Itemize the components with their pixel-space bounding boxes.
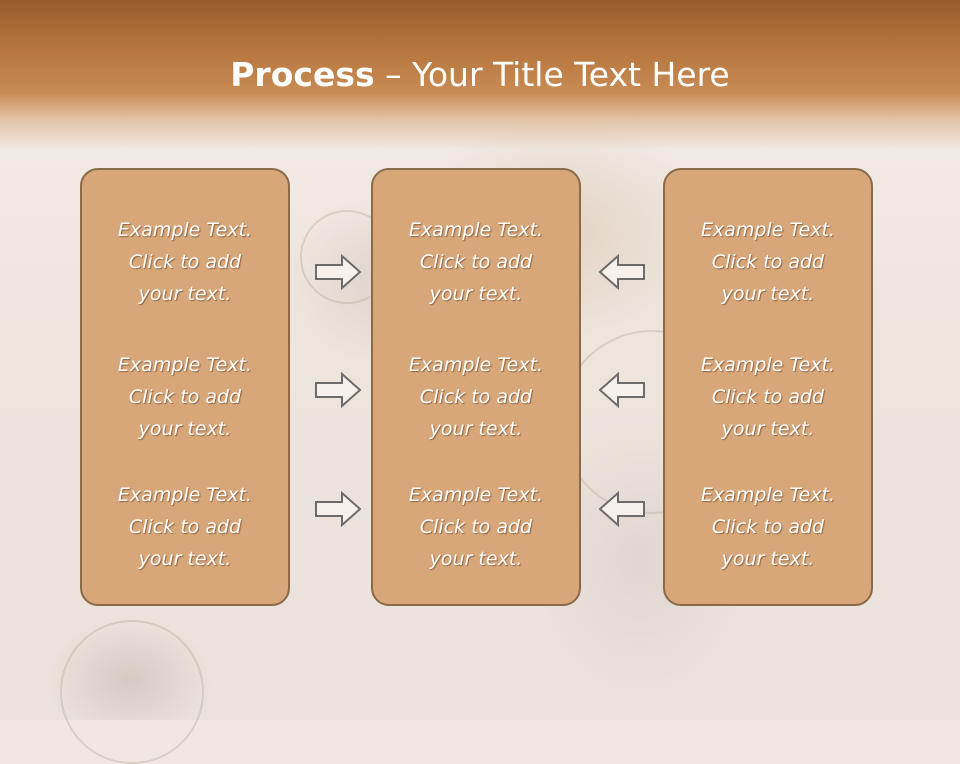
title-bold: Process bbox=[230, 55, 375, 94]
text-line: Click to add bbox=[419, 516, 533, 538]
text-block[interactable]: Example Text. Click to add your text. bbox=[665, 479, 871, 575]
text-line: Example Text. bbox=[117, 354, 253, 376]
text-line: Click to add bbox=[128, 386, 242, 408]
text-line: Example Text. bbox=[700, 219, 836, 241]
text-line: Click to add bbox=[128, 516, 242, 538]
text-line: your text. bbox=[138, 283, 232, 305]
text-line: Example Text. bbox=[408, 484, 544, 506]
text-line: Example Text. bbox=[700, 354, 836, 376]
text-line: your text. bbox=[138, 548, 232, 570]
text-line: Click to add bbox=[711, 386, 825, 408]
text-block[interactable]: Example Text. Click to add your text. bbox=[82, 214, 288, 310]
process-box-center[interactable]: Example Text. Click to add your text. Ex… bbox=[371, 168, 581, 606]
title-rest: Your Title Text Here bbox=[412, 55, 730, 94]
title-bar bbox=[0, 0, 960, 150]
text-line: Example Text. bbox=[408, 219, 544, 241]
process-box-right[interactable]: Example Text. Click to add your text. Ex… bbox=[663, 168, 873, 606]
text-line: Example Text. bbox=[117, 219, 253, 241]
text-line: Click to add bbox=[419, 386, 533, 408]
text-line: your text. bbox=[721, 418, 815, 440]
text-line: Click to add bbox=[711, 516, 825, 538]
text-line: Click to add bbox=[419, 251, 533, 273]
arrow-left-icon[interactable] bbox=[598, 491, 646, 527]
text-line: your text. bbox=[429, 418, 523, 440]
arrow-left-icon[interactable] bbox=[598, 372, 646, 408]
slide-title[interactable]: Process – Your Title Text Here bbox=[0, 50, 960, 100]
text-line: your text. bbox=[429, 548, 523, 570]
arrow-right-icon[interactable] bbox=[314, 254, 362, 290]
text-line: Example Text. bbox=[408, 354, 544, 376]
title-dash: – bbox=[374, 55, 413, 94]
text-line: Click to add bbox=[128, 251, 242, 273]
text-line: your text. bbox=[721, 283, 815, 305]
text-line: your text. bbox=[429, 283, 523, 305]
text-block[interactable]: Example Text. Click to add your text. bbox=[665, 349, 871, 445]
process-box-left[interactable]: Example Text. Click to add your text. Ex… bbox=[80, 168, 290, 606]
arrow-right-icon[interactable] bbox=[314, 372, 362, 408]
text-block[interactable]: Example Text. Click to add your text. bbox=[373, 214, 579, 310]
text-block[interactable]: Example Text. Click to add your text. bbox=[373, 479, 579, 575]
text-block[interactable]: Example Text. Click to add your text. bbox=[665, 214, 871, 310]
text-line: your text. bbox=[138, 418, 232, 440]
decor-ring bbox=[60, 620, 204, 764]
text-line: your text. bbox=[721, 548, 815, 570]
text-block[interactable]: Example Text. Click to add your text. bbox=[373, 349, 579, 445]
text-block[interactable]: Example Text. Click to add your text. bbox=[82, 479, 288, 575]
arrow-right-icon[interactable] bbox=[314, 491, 362, 527]
text-line: Example Text. bbox=[700, 484, 836, 506]
text-line: Example Text. bbox=[117, 484, 253, 506]
text-block[interactable]: Example Text. Click to add your text. bbox=[82, 349, 288, 445]
text-line: Click to add bbox=[711, 251, 825, 273]
arrow-left-icon[interactable] bbox=[598, 254, 646, 290]
